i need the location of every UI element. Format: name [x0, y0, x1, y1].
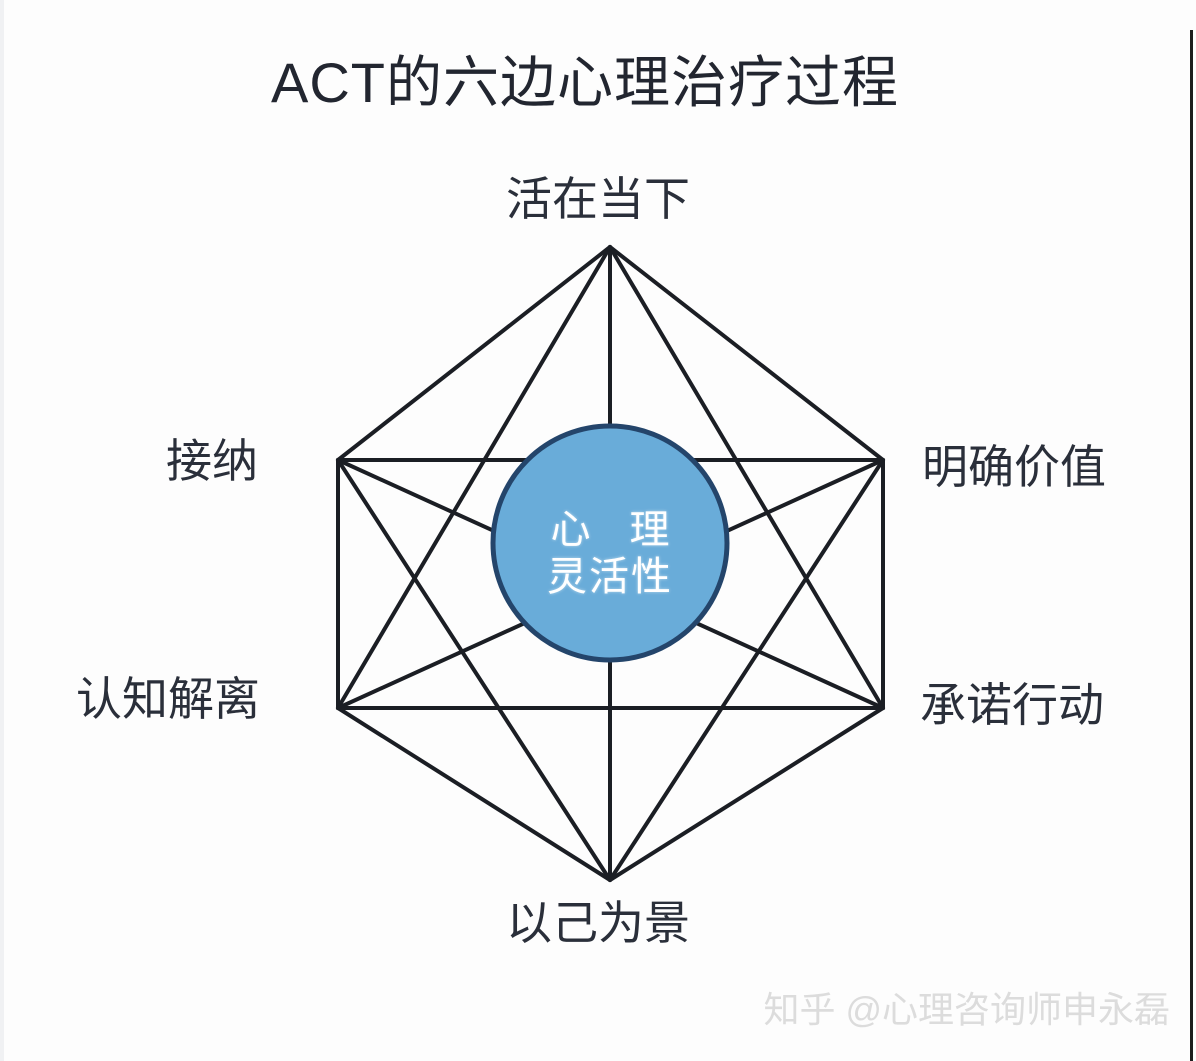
- node-label-present-moment: 活在当下: [506, 173, 690, 225]
- node-label-committed-action: 承诺行动: [920, 679, 1104, 731]
- edge-upper-left-to-top: [336, 245, 612, 462]
- diag-upper-right-to-bottom: [608, 458, 885, 882]
- left-edge-strip: [0, 0, 4, 1061]
- node-label-self-as-context: 以己为景: [506, 897, 690, 949]
- diag-bottom-to-upper-left: [336, 458, 612, 882]
- diag-top-to-lower-right: [608, 245, 885, 710]
- diag-top-to-lower-left: [336, 245, 612, 710]
- edge-bottom-to-lower-left: [336, 706, 612, 882]
- node-label-defusion: 认知解离: [76, 673, 260, 725]
- edge-lower-right-to-bottom: [608, 706, 885, 882]
- page-title: ACT的六边心理治疗过程: [271, 51, 899, 114]
- node-label-values: 明确价值: [922, 441, 1106, 493]
- right-border-line: [1190, 30, 1193, 1061]
- watermark: 知乎 @心理咨询师申永磊: [763, 989, 1170, 1030]
- edge-top-to-upper-right: [608, 245, 885, 462]
- node-label-acceptance: 接纳: [166, 435, 258, 487]
- center-circle: [490, 423, 730, 663]
